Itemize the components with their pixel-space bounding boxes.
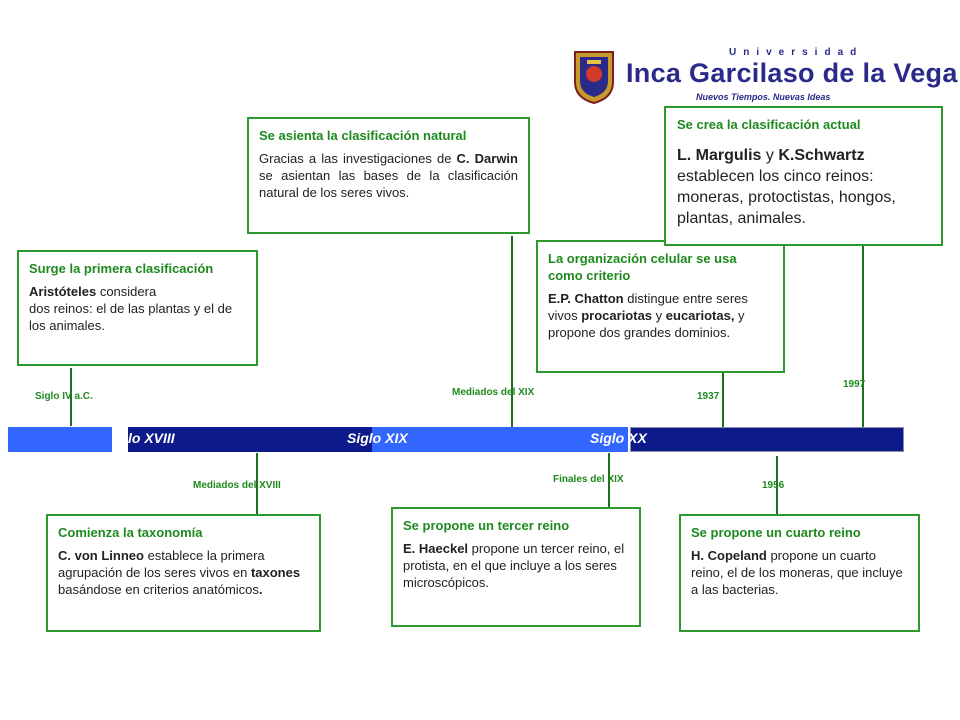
event-description: E. Haeckel propone un tercer reino, el p… [403, 541, 625, 590]
highlighted-term: H. Copeland [691, 548, 767, 563]
connector-line [608, 453, 610, 508]
event-title: Se asienta la clasificación natural [259, 128, 467, 143]
event-title: Se crea la clasificación actual [677, 117, 861, 132]
date-label: Siglo IV a.C. [35, 391, 93, 402]
timeline-segment-0 [8, 427, 112, 452]
connector-line [862, 244, 864, 427]
logo-tagline: Nuevos Tiempos. Nuevas Ideas [696, 92, 831, 102]
highlighted-term: E. Haeckel [403, 541, 469, 556]
event-title: La organización celular se usa como crit… [548, 251, 737, 283]
highlighted-term: Aristóteles [29, 284, 97, 299]
event-title: Surge la primera clasificación [29, 261, 214, 276]
event-box-chatton: La organización celular se usa como crit… [536, 240, 785, 373]
event-box-linneo: Comienza la taxonomía C. von Linneo esta… [46, 514, 321, 632]
event-title: Se propone un cuarto reino [691, 525, 861, 540]
timeline-segment-3 [630, 427, 904, 452]
highlighted-term: C. von Linneo [58, 548, 144, 563]
highlighted-term: K.Schwartz [778, 147, 865, 164]
event-description: Gracias a las investigaciones de C. Darw… [259, 151, 518, 200]
date-label: Mediados del XIX [452, 387, 535, 398]
segment-label-xx: Siglo XX [590, 430, 647, 446]
date-label: Mediados del XVIII [193, 480, 281, 491]
highlighted-term: . [258, 582, 263, 597]
logo-small-text: Universidad [729, 47, 864, 58]
timeline-segment-1 [128, 427, 372, 452]
event-description: C. von Linneo establece la primera agrup… [58, 548, 301, 597]
connector-line [70, 368, 72, 426]
segment-label-xviii: lo XVIII [128, 430, 175, 446]
event-box-margulis: Se crea la clasificación actual L. Margu… [664, 106, 943, 246]
segment-label-xix: Siglo XIX [347, 430, 408, 446]
event-description: H. Copeland propone un cuarto reino, el … [691, 548, 903, 597]
event-title: Se propone un tercer reino [403, 518, 570, 533]
highlighted-term: E.P. Chatton [548, 291, 624, 306]
highlighted-term: C. Darwin [456, 151, 518, 166]
event-box-copeland: Se propone un cuarto reino H. Copeland p… [679, 514, 920, 632]
highlighted-term: taxones [250, 565, 301, 580]
connector-line [722, 373, 724, 427]
connector-line [776, 456, 778, 516]
university-logo: Universidad Inca Garcilaso de la Vega Nu… [572, 44, 957, 108]
event-title: Comienza la taxonomía [58, 525, 203, 540]
timeline-segment-2 [372, 427, 628, 452]
event-box-aristoteles: Surge la primera clasificación Aristótel… [17, 250, 258, 366]
highlighted-term: L. Margulis [677, 147, 762, 164]
highlighted-term: eucariotas, [665, 308, 735, 323]
date-label: Finales del XIX [553, 474, 624, 485]
logo-main-text: Inca Garcilaso de la Vega [626, 58, 958, 88]
connector-line [256, 453, 258, 515]
event-description: E.P. Chatton distingue entre seres vivos… [548, 291, 748, 340]
date-label: 1937 [697, 391, 720, 402]
event-box-darwin: Se asienta la clasificación natural Grac… [247, 117, 530, 234]
crest-icon [574, 51, 614, 104]
date-label: 1997 [843, 379, 866, 390]
connector-line [511, 236, 513, 427]
event-description: L. Margulis y K.Schwartz establecen los … [677, 147, 896, 227]
highlighted-term: procariotas [581, 308, 653, 323]
date-label: 1956 [762, 480, 785, 491]
event-box-haeckel: Se propone un tercer reino E. Haeckel pr… [391, 507, 641, 627]
